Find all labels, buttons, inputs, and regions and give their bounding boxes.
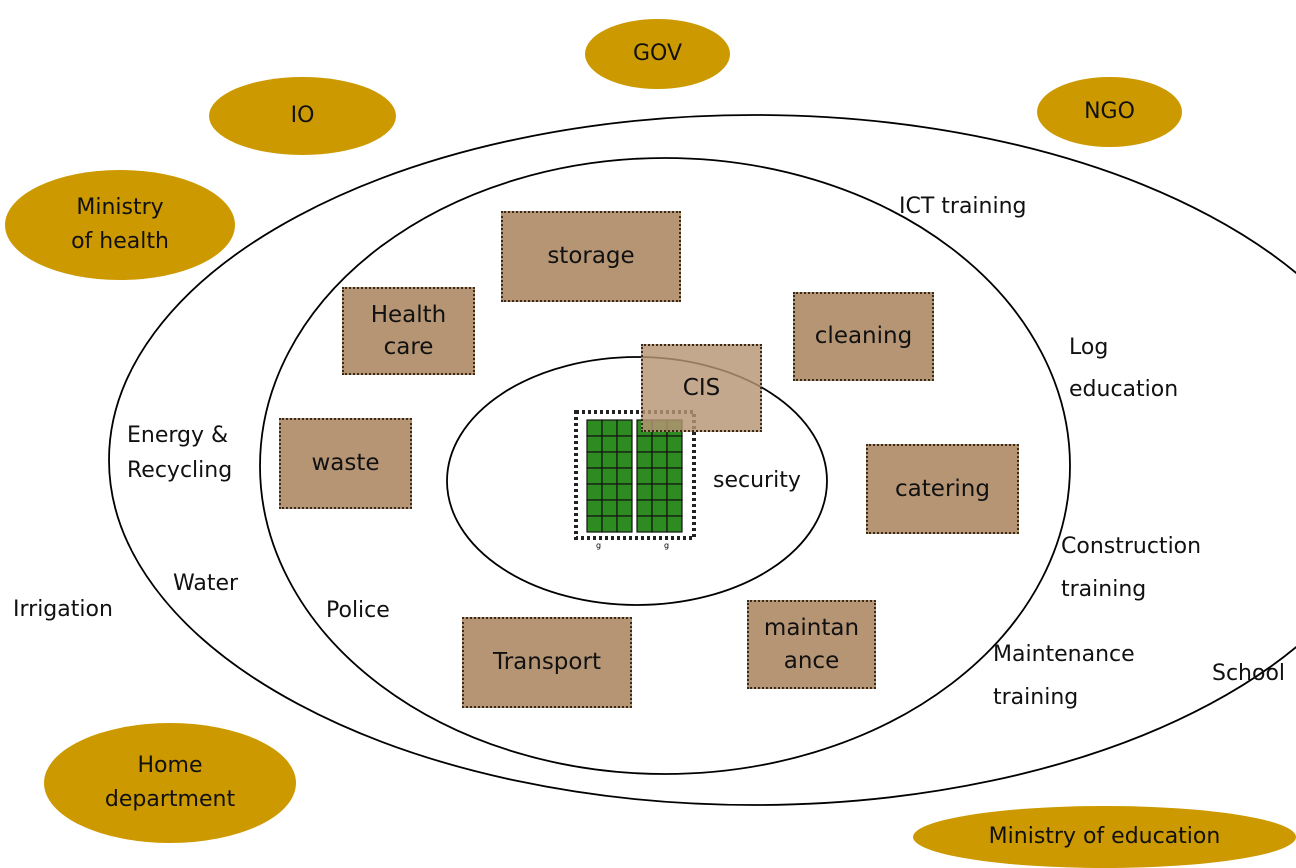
camp-grid-border [574, 410, 696, 540]
camp-grid-cell [586, 483, 603, 501]
label-school: School [1212, 661, 1286, 686]
camp-grid-cell [616, 451, 633, 469]
label-police: Police [326, 598, 390, 623]
camp-grid-cell [586, 499, 603, 517]
service-storage: storage [501, 211, 681, 302]
service-maintenance: maintan ance [747, 600, 876, 689]
camp-grid-cell [601, 467, 618, 485]
camp-grid-cell [651, 467, 668, 485]
stakeholder-io: IO [209, 77, 396, 155]
label-irrigation: Irrigation [13, 597, 113, 622]
camp-grid-cell [586, 435, 603, 453]
camp-grid-cell [616, 419, 633, 437]
service-transport: Transport [462, 617, 632, 708]
camp-grid-cell [601, 483, 618, 501]
label-maintenance-training: Maintenance training [993, 642, 1135, 710]
label-log-education: Log education [1069, 335, 1179, 402]
camp-grid-cell [616, 483, 633, 501]
camp-grid-cell [601, 419, 618, 437]
camp-grid-cell [636, 467, 653, 485]
camp-grid-cell [616, 515, 633, 533]
stakeholder-ministry-education: Ministry of education [913, 806, 1296, 868]
camp-grid-cell [666, 499, 683, 517]
camp-grid-cell [651, 451, 668, 469]
camp-grid-cell [636, 451, 653, 469]
camp-grid-cell [601, 435, 618, 453]
inner-ring [446, 356, 828, 606]
camp-grid-cell [586, 419, 603, 437]
camp-grid-cell [616, 467, 633, 485]
stakeholder-ministry-health: Ministry of health [5, 170, 235, 280]
camp-grid-cell [586, 467, 603, 485]
stakeholder-home-department: Home department [44, 723, 296, 843]
camp-grid-cell [636, 435, 653, 453]
camp-grid-cell [586, 451, 603, 469]
label-water: Water [173, 571, 239, 596]
label-energy-recycling: Energy & Recycling [127, 423, 233, 484]
camp-grid-cell [636, 499, 653, 517]
service-cis: CIS [641, 344, 762, 432]
service-catering: catering [866, 444, 1019, 534]
camp-grid-cell [651, 499, 668, 517]
camp-grid-label-b: g [664, 541, 669, 550]
camp-grid-cell [651, 435, 668, 453]
camp-grid-cell [601, 451, 618, 469]
camp-grid-cell [616, 499, 633, 517]
camp-grid-cell [666, 483, 683, 501]
camp-grid-cell [601, 515, 618, 533]
camp-grid-cell [636, 515, 653, 533]
camp-grid-cell [666, 435, 683, 453]
camp-grid-label-a: g [596, 541, 601, 550]
camp-grid-cell [601, 499, 618, 517]
label-construction-training: Construction training [1061, 534, 1202, 602]
label-security: security [713, 468, 801, 493]
stakeholder-gov: GOV [585, 19, 730, 89]
camp-grid-cell [636, 483, 653, 501]
service-health-care: Health care [342, 287, 475, 375]
outer-ring [108, 114, 1296, 806]
camp-grid-cell [666, 515, 683, 533]
camp-grid-cell [616, 435, 633, 453]
camp-grid-cell [651, 483, 668, 501]
middle-ring [259, 157, 1071, 775]
camp-grid-cell [666, 451, 683, 469]
camp-grid-cells [586, 419, 683, 533]
service-waste: waste [279, 418, 412, 509]
camp-grid-cell [666, 467, 683, 485]
camp-grid-cell [586, 515, 603, 533]
label-ict-training: ICT training [899, 194, 1027, 219]
camp-grid-cell [651, 515, 668, 533]
camp-layout-grid: g g [574, 410, 696, 550]
stakeholder-ngo: NGO [1037, 77, 1182, 147]
service-cleaning: cleaning [793, 292, 934, 381]
